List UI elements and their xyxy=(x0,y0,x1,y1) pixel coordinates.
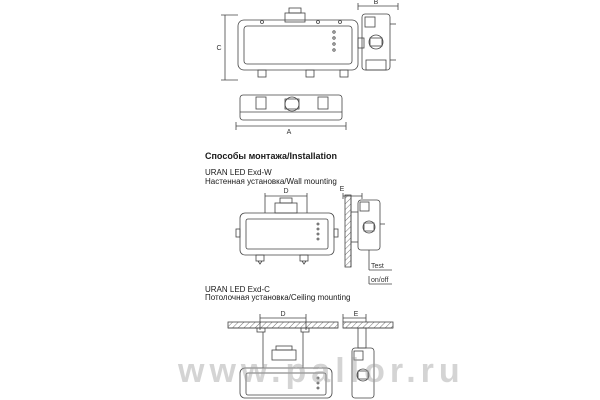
dim-c-label: C xyxy=(216,45,221,52)
side-view-top xyxy=(357,3,399,71)
wall-dim-e-label: E xyxy=(340,186,345,193)
ceiling-dim-d-label: D xyxy=(280,311,285,318)
ceiling-mount-front xyxy=(227,314,339,399)
dim-b-label: B xyxy=(374,0,379,6)
wall-dim-d-label: D xyxy=(283,188,288,195)
ceiling-mount-side xyxy=(342,314,394,399)
wall-mount-front xyxy=(235,193,339,265)
onoff-label: on/off xyxy=(371,277,388,284)
ceiling-model-label: URAN LED Exd-C xyxy=(205,285,270,294)
watermark: www.pallor.ru xyxy=(178,352,465,390)
installation-heading: Способы монтажа/Installation xyxy=(205,151,337,161)
dim-a-label: A xyxy=(287,129,292,136)
test-label: Test xyxy=(371,263,384,270)
ceiling-dim-e-label: E xyxy=(354,311,359,318)
wall-mount-subtitle: Настенная установка/Wall mounting xyxy=(205,177,337,186)
wall-model-label: URAN LED Exd-W xyxy=(205,168,272,177)
ceiling-mount-subtitle: Потолочная установка/Ceiling mounting xyxy=(205,293,351,302)
front-view-top xyxy=(221,7,365,81)
wall-mount-side xyxy=(342,193,392,285)
bottom-view-top xyxy=(235,94,347,130)
